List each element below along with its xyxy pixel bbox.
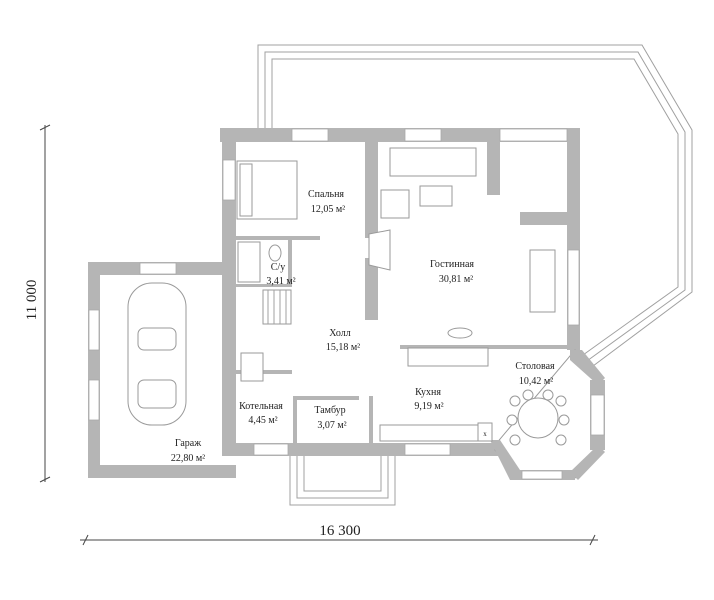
room-name-vestibule: Тамбур (314, 405, 345, 416)
room-area-bathroom: 3,41 м² (266, 276, 295, 287)
room-name-hall: Холл (329, 328, 350, 339)
room-area-boiler: 4,45 м² (248, 415, 277, 426)
room-labels: Спальня 12,05 м² С/у 3,41 м² Гостинная 3… (171, 189, 555, 464)
windows (222, 128, 580, 456)
stairs (262, 289, 292, 325)
fridge-mark: x (483, 430, 487, 438)
car-icon (127, 282, 187, 426)
room-name-garage: Гараж (175, 438, 201, 449)
garage-walls (88, 262, 236, 478)
room-area-hall: 15,18 м² (326, 342, 360, 353)
room-area-living: 30,81 м² (439, 274, 473, 285)
room-area-vestibule: 3,07 м² (317, 420, 346, 431)
room-area-dining: 10,42 м² (519, 376, 553, 387)
room-name-living: Гостинная (430, 259, 474, 270)
room-name-kitchen: Кухня (415, 387, 441, 398)
dining-bay (490, 349, 605, 480)
dining-table (506, 389, 570, 446)
porch (289, 455, 396, 506)
dimension-width: 16 300 (80, 523, 598, 546)
height-dimension-label: 11 000 (24, 280, 40, 321)
terrace-outline (257, 44, 693, 373)
room-area-kitchen: 9,19 м² (414, 401, 443, 412)
room-name-dining: Столовая (515, 361, 555, 372)
room-name-boiler: Котельная (239, 401, 283, 412)
furniture: x (236, 147, 570, 446)
width-dimension-label: 16 300 (319, 523, 360, 539)
dimension-height: 11 000 (24, 124, 51, 483)
room-name-bathroom: С/у (271, 262, 285, 273)
room-area-bedroom: 12,05 м² (311, 204, 345, 215)
room-name-bedroom: Спальня (308, 189, 344, 200)
room-area-garage: 22,80 м² (171, 453, 205, 464)
